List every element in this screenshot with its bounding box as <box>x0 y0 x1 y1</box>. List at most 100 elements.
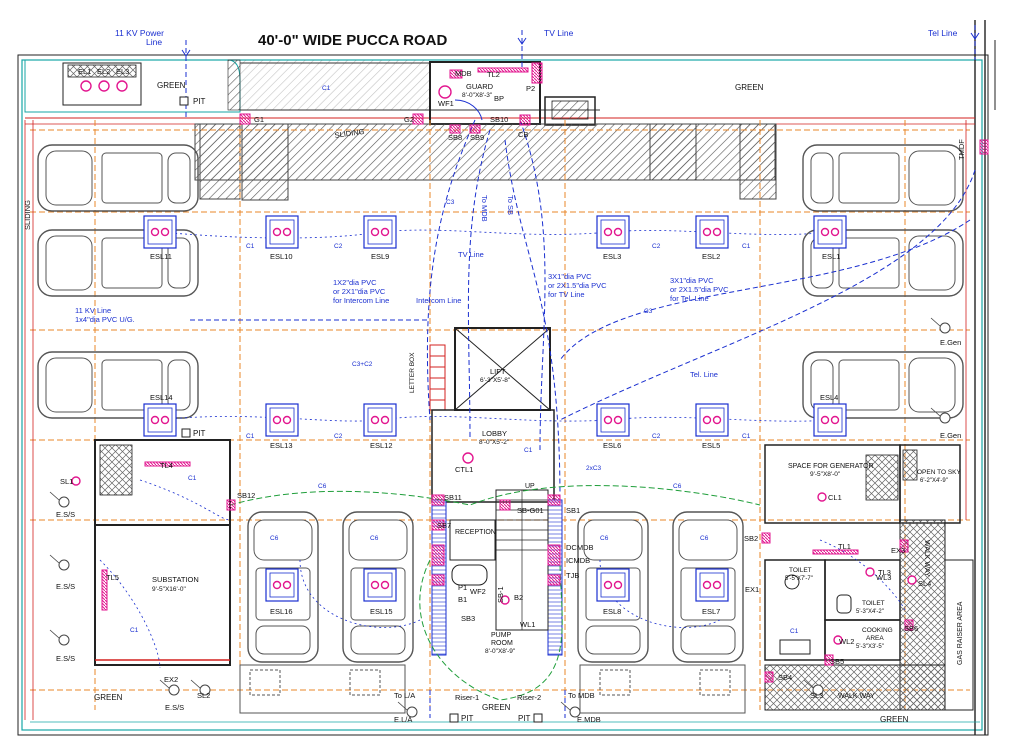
pump-room-size: 8'-0"X8'-9" <box>485 648 516 655</box>
pit-boxes <box>179 96 543 723</box>
lift-lobby-core <box>429 327 563 656</box>
sliding-label-vertical: SLIDING <box>23 200 32 230</box>
circuit-tag: C6 <box>673 483 682 490</box>
switchboard-label: SB9 <box>470 133 484 142</box>
feed-label: E.S/S <box>56 510 75 519</box>
pit-label: PIT <box>193 97 206 106</box>
lobby-size: 8'-0"X5'-2" <box>479 439 510 446</box>
pump-room-label-2: ROOM <box>491 640 513 647</box>
panel-label: SL3 <box>810 691 823 700</box>
circuit-tag: C1 <box>188 475 197 482</box>
bulkhead-fixtures <box>49 85 951 718</box>
generator-label: SPACE FOR GENERATOR <box>788 463 874 470</box>
switchboard-label: SB-1 <box>496 586 505 603</box>
guard-room-size: 8'-0"X8'-3" <box>462 92 493 99</box>
panel-label: TL4 <box>160 461 173 470</box>
substation-label: SUBSTATION <box>152 575 199 584</box>
tv-line-label: TV Line <box>544 28 574 38</box>
panel-label: MDB <box>455 69 472 78</box>
to-sb-note: To SB <box>506 195 515 215</box>
circuit-tag: C1 <box>322 85 331 92</box>
panel-label: DCMDB <box>566 543 594 552</box>
feed-label: Riser-2 <box>517 693 541 702</box>
wiring-runs <box>99 25 976 718</box>
panel-label: TL3 <box>878 568 891 577</box>
panel-label: WF1 <box>438 99 454 108</box>
esl-label: ESL16 <box>270 607 293 616</box>
cooking-area-size: 5'-3"X3'-5" <box>856 644 884 650</box>
esl-label: ESL1 <box>822 252 840 261</box>
switchboard-label: SB8 <box>448 133 462 142</box>
toilet-size: 5'-5"X7'-7" <box>785 576 813 582</box>
green-label: GREEN <box>157 81 186 90</box>
panel-label: P1 <box>458 583 467 592</box>
circuit-tag: C6 <box>700 535 709 542</box>
switchboard-label: SB5 <box>830 657 844 666</box>
ramp-driveway <box>239 664 746 714</box>
pit-label: PIT <box>518 714 531 723</box>
green-label: GREEN <box>94 693 123 702</box>
circuit-tag: C3 <box>644 308 653 315</box>
substation-size: 9'-5"X16'-0" <box>152 586 187 593</box>
panel-label: WF2 <box>470 587 486 596</box>
cooking-area-label-2: AREA <box>866 635 884 642</box>
circuit-tag: C2 <box>652 433 661 440</box>
green-label: GREEN <box>482 703 511 712</box>
sliding-label: SLIDING <box>334 127 365 140</box>
panel-label: BP <box>494 94 504 103</box>
el-label: EL3 <box>116 67 129 76</box>
lift-size: 6'-3"X5'-8" <box>480 377 511 384</box>
circuit-tag: C6 <box>318 483 327 490</box>
panel-label: P2 <box>526 84 535 93</box>
toilet-size: 5'-3"X4'-2" <box>856 609 884 615</box>
circuit-tag: C1 <box>246 433 255 440</box>
panel-label: G2 <box>404 115 414 124</box>
equipment-blocks <box>101 62 989 683</box>
switchboard-label: SB1 <box>566 506 580 515</box>
esl-label: ESL13 <box>270 441 293 450</box>
esl-label: ESL8 <box>603 607 621 616</box>
panel-label: WL2 <box>839 637 854 646</box>
substation-room <box>94 439 231 666</box>
esl-label: ESL6 <box>603 441 621 450</box>
esl-label: ESL10 <box>270 252 293 261</box>
panel-labels: MDB TL2 TL1 TL4 TL5 TL3 CB BP P2 DCMDB I… <box>60 69 966 700</box>
tel-note: for Tel. Line <box>670 294 709 303</box>
stair-up-label: UP <box>525 483 535 490</box>
circuit-tag: C1 <box>742 433 751 440</box>
esl-label: ESL2 <box>702 252 720 261</box>
panel-label: CTL1 <box>455 465 473 474</box>
lift-label: LIFT <box>490 367 506 376</box>
walk-way-vertical-label: WALK WAY <box>923 540 930 577</box>
switchboard-label: SB6 <box>904 624 918 633</box>
circuit-tags: C1 C2 C1 C2 C1 C2 C1 C2 C3 C3 C6 C6 C6 C… <box>130 85 799 635</box>
reception-label: RECEPTION <box>455 529 496 536</box>
switchboard-labels: SB1 SB2 SB3 SB4 SB5 SB6 SB7 SB8 SB9 SB10… <box>237 115 918 682</box>
circuit-tag: C2 <box>334 243 343 250</box>
road-title: 40'-0" WIDE PUCCA ROAD <box>258 32 447 49</box>
feed-label: To L/A <box>394 691 415 700</box>
guard-room-label: GUARD <box>466 82 494 91</box>
panel-label: SL4 <box>918 579 931 588</box>
tv-note: or 2X1.5"dia PVC <box>548 281 607 290</box>
esl-label: ESL4 <box>820 393 838 402</box>
el-label: EL1 <box>78 67 91 76</box>
panel-label: TL5 <box>106 573 119 582</box>
switchboard-label: SB-G01 <box>517 506 544 515</box>
panel-label: EX1 <box>745 585 759 594</box>
pit-label: PIT <box>461 714 474 723</box>
feed-label: E.MDB <box>577 715 601 724</box>
toilet-cooking-block <box>764 519 974 711</box>
switchboard-label: SB10 <box>490 115 508 124</box>
switchboard-label: SB7 <box>437 521 451 530</box>
panel-label: WL1 <box>520 620 535 629</box>
feed-labels: E.S/S E.S/S E.S/S E.S/S E.Gen E.Gen E.L/… <box>56 338 961 724</box>
circuit-tag: C6 <box>270 535 279 542</box>
inner-boundary-lines <box>24 120 980 723</box>
feed-label: Riser-1 <box>455 693 479 702</box>
feed-label: E.S/S <box>56 654 75 663</box>
green-label: GREEN <box>880 715 909 724</box>
feed-label: To MDB <box>568 691 595 700</box>
power-line-label: 11 KV Power <box>115 28 164 38</box>
